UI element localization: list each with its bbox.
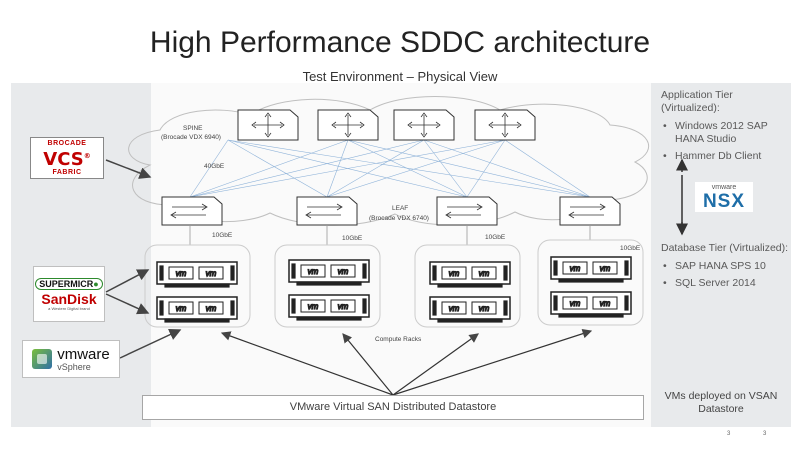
server-badge-label: vm	[449, 269, 460, 278]
server-badge-label: vm	[479, 269, 490, 278]
server-badge-label: vm	[338, 302, 349, 311]
brocade-vcs-logo: BROCADE VCS® FABRIC	[30, 137, 104, 179]
vsan-note: VMs deployed on VSAN Datastore	[664, 390, 778, 415]
leaf-switch	[436, 196, 498, 226]
compute-rack	[144, 244, 251, 328]
supermicro-logo: SUPERMICR●	[35, 277, 103, 290]
server-unit: vm vm	[288, 259, 370, 286]
vsphere-product: vSphere	[57, 361, 91, 372]
server-unit: vm vm	[156, 261, 238, 288]
compute-racks	[144, 239, 644, 328]
server-badge-label: vm	[600, 299, 611, 308]
page-number: 3	[763, 431, 767, 437]
leaf-sublabel: (Brocade VDX 6740)	[369, 215, 429, 222]
rack-link-speed: 10GbE	[212, 232, 233, 239]
brocade-vcs-text: VCS®	[43, 149, 91, 170]
nsx-brand: vmware	[711, 183, 737, 191]
spine-switches	[237, 109, 536, 141]
spine-switch	[237, 109, 299, 141]
vsphere-icon	[32, 349, 53, 369]
app-tier-title: Application Tier (Virtualized):	[661, 89, 733, 114]
leaf-switches	[161, 196, 621, 226]
compute-racks-label: Compute Racks	[375, 336, 422, 343]
server-unit: vm vm	[429, 296, 511, 323]
server-unit: vm vm	[156, 296, 238, 323]
db-tier-title: Database Tier (Virtualized):	[661, 242, 789, 254]
server-unit: vm vm	[288, 294, 370, 321]
slide-subtitle: Test Environment – Physical View	[302, 69, 498, 84]
rack-link-speed: 10GbE	[342, 235, 363, 242]
leaf-switch	[296, 196, 358, 226]
server-badge-label: vm	[449, 304, 460, 313]
app-tier-item: Hammer Db Client	[661, 150, 789, 163]
server-badge-label: vm	[570, 299, 581, 308]
server-unit: vm vm	[550, 291, 632, 318]
leaf-label: LEAF	[392, 205, 409, 212]
server-badge-label: vm	[176, 269, 187, 278]
vsan-datastore-bar: VMware Virtual SAN Distributed Datastore	[142, 395, 644, 420]
compute-rack	[537, 239, 644, 326]
leaf-switch	[559, 196, 621, 226]
application-tier: Application Tier (Virtualized): Windows …	[661, 89, 789, 167]
sandisk-subtext: a Western Digital brand	[48, 305, 90, 311]
server-badge-label: vm	[176, 304, 187, 313]
storage-arrow	[105, 293, 150, 315]
spine-label: SPINE	[183, 125, 203, 132]
db-tier-item: SQL Server 2014	[661, 277, 789, 290]
server-badge-label: vm	[570, 264, 581, 273]
rack-link-speed: 10GbE	[485, 234, 506, 241]
storage-arrow	[105, 269, 150, 293]
server-unit: vm vm	[550, 256, 632, 283]
server-unit: vm vm	[429, 261, 511, 288]
database-tier: Database Tier (Virtualized): SAP HANA SP…	[661, 242, 789, 294]
leaf-switch	[161, 196, 223, 226]
server-badge-label: vm	[338, 267, 349, 276]
spine-switch	[393, 109, 455, 141]
compute-rack	[274, 244, 381, 328]
db-tier-item: SAP HANA SPS 10	[661, 260, 789, 273]
storage-vendors-logo: SUPERMICR● SanDisk a Western Digital bra…	[33, 266, 105, 322]
spine-switch	[474, 109, 536, 141]
servers: vm vm vm vm vm vm vm vm vm vm vm vm vm vm vm vm	[156, 256, 632, 323]
server-badge-label: vm	[308, 267, 319, 276]
server-badge-label: vm	[206, 304, 217, 313]
compute-rack	[414, 244, 521, 328]
spine-link-speed: 40GbE	[204, 163, 225, 170]
sandisk-logo: SanDisk	[41, 290, 97, 307]
spine-switch	[317, 109, 379, 141]
spine-sublabel: (Brocade VDX 6940)	[161, 134, 221, 141]
page-number: 3	[727, 431, 731, 437]
brocade-arrow	[105, 159, 152, 179]
app-tier-item: Windows 2012 SAP HANA Studio	[661, 120, 789, 146]
rack-link-speed: 10GbE	[620, 245, 641, 252]
server-badge-label: vm	[479, 304, 490, 313]
leaf-rack-links	[189, 225, 591, 245]
vmware-nsx-logo: vmware NSX	[695, 182, 753, 212]
server-badge-label: vm	[206, 269, 217, 278]
slide-title: High Performance SDDC architecture	[149, 26, 651, 59]
brocade-top-text: BROCADE	[47, 140, 87, 147]
vmware-brand: vmware	[57, 345, 110, 363]
vmware-vsphere-logo: vmware vSphere	[22, 340, 120, 378]
nsx-name: NSX	[702, 190, 746, 212]
server-badge-label: vm	[308, 302, 319, 311]
vsphere-arrow	[119, 329, 182, 359]
brocade-fabric-text: FABRIC	[52, 169, 82, 176]
datastore-arrows	[220, 329, 593, 396]
server-badge-label: vm	[600, 264, 611, 273]
spine-leaf-links	[189, 139, 591, 198]
